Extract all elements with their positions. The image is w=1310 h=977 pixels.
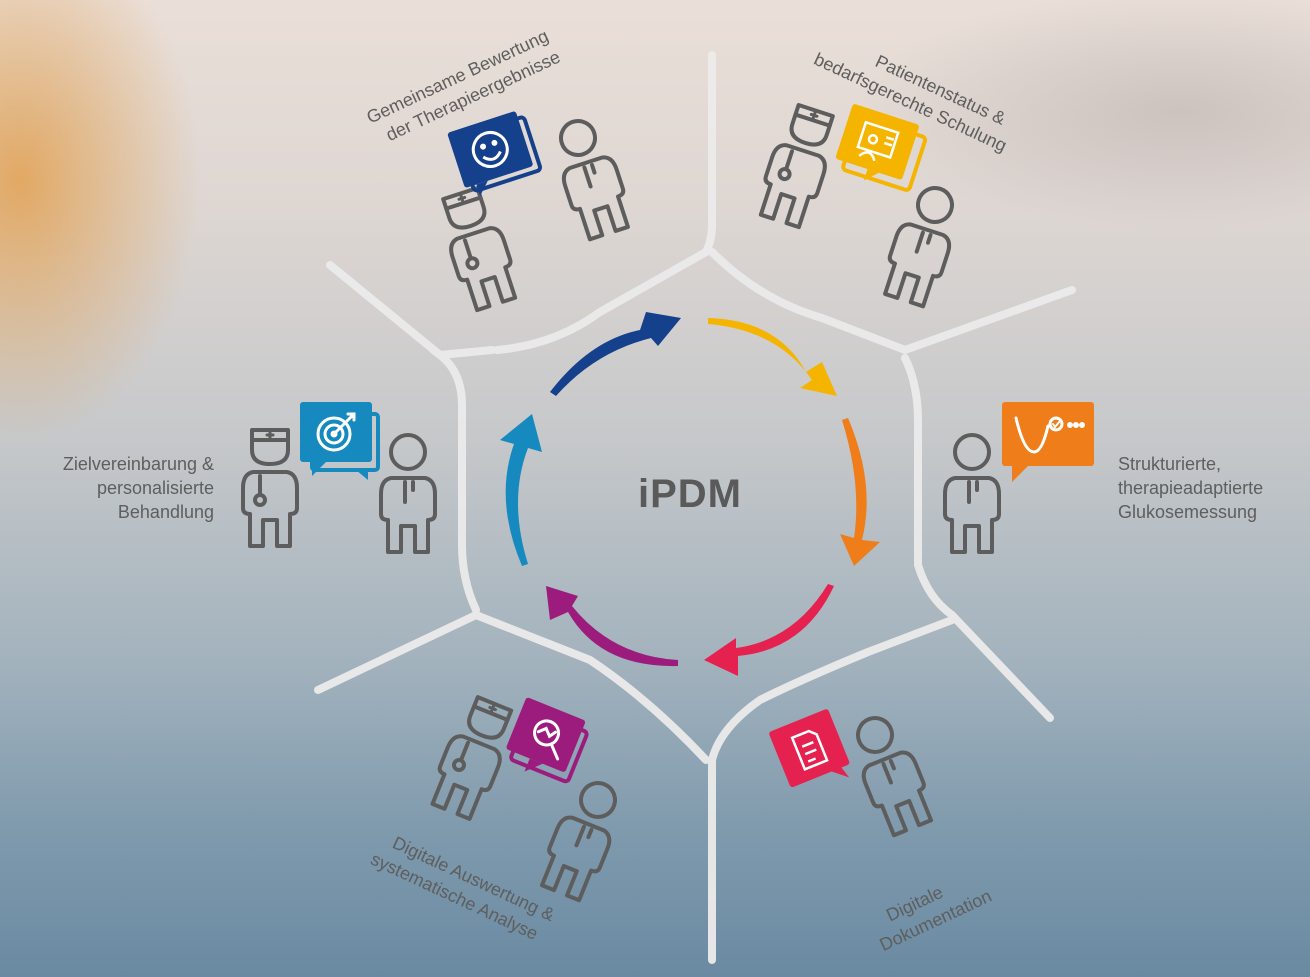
speech-bubble-purple xyxy=(506,697,589,784)
arrow-blue-light xyxy=(500,414,542,566)
glucose-curve-icon xyxy=(1014,416,1085,454)
label-line: Strukturierte, xyxy=(1118,454,1222,474)
speech-bubble-yellow xyxy=(835,104,928,192)
arrow-blue-dark xyxy=(550,312,681,396)
label-line: Zielvereinbarung & xyxy=(62,454,214,474)
label-digitale-auswertung: Digitale Auswertung & systematische Anal… xyxy=(368,833,558,944)
document-icon xyxy=(790,729,829,771)
analysis-magnifier-icon xyxy=(533,719,561,761)
speech-bubble-lightblue xyxy=(300,402,380,480)
target-icon xyxy=(316,412,356,452)
hexagon-frame xyxy=(314,51,1076,964)
patient-figure xyxy=(876,178,968,311)
patient-figure xyxy=(379,433,437,554)
doctor-figure xyxy=(241,428,299,548)
label-line: Behandlung xyxy=(117,502,214,522)
step-digitale-auswertung xyxy=(424,691,632,905)
step-patientenstatus xyxy=(752,100,968,311)
arrow-orange xyxy=(840,418,880,566)
smiley-icon xyxy=(471,130,509,168)
doctor-figure xyxy=(432,183,524,315)
label-zielvereinbarung: Zielvereinbarung & personalisierte Behan… xyxy=(0,452,214,524)
step-gemeinsame-bewertung xyxy=(432,111,637,315)
arrow-yellow xyxy=(708,318,837,396)
step-strukturierte-messung xyxy=(943,402,1094,554)
label-line: Glukosemessung xyxy=(1118,502,1258,522)
speech-bubble-blue xyxy=(447,111,542,196)
patient-figure xyxy=(533,772,632,905)
doctor-figure xyxy=(752,100,844,232)
step-digitale-dokumentation xyxy=(769,707,940,840)
label-line: therapieadaptierte xyxy=(1118,478,1264,498)
patient-figure xyxy=(545,111,637,244)
speech-bubble-orange xyxy=(1002,402,1094,482)
cycle-arrows xyxy=(500,312,880,676)
step-zielvereinbarung xyxy=(241,402,437,554)
patient-figure xyxy=(943,433,1001,554)
label-digitale-dokumentation: Digitale Dokumentation xyxy=(877,882,995,955)
teaching-board-icon xyxy=(856,120,900,162)
arrow-red xyxy=(704,584,834,676)
label-strukturierte-messung: Strukturierte, therapieadaptierte Glukos… xyxy=(1118,452,1263,524)
center-title: iPDM xyxy=(638,472,742,516)
speech-bubble-red xyxy=(769,709,850,788)
patient-figure xyxy=(841,707,940,840)
arrow-purple xyxy=(546,586,678,667)
label-line: personalisierte xyxy=(96,478,214,498)
doctor-figure xyxy=(424,691,522,824)
